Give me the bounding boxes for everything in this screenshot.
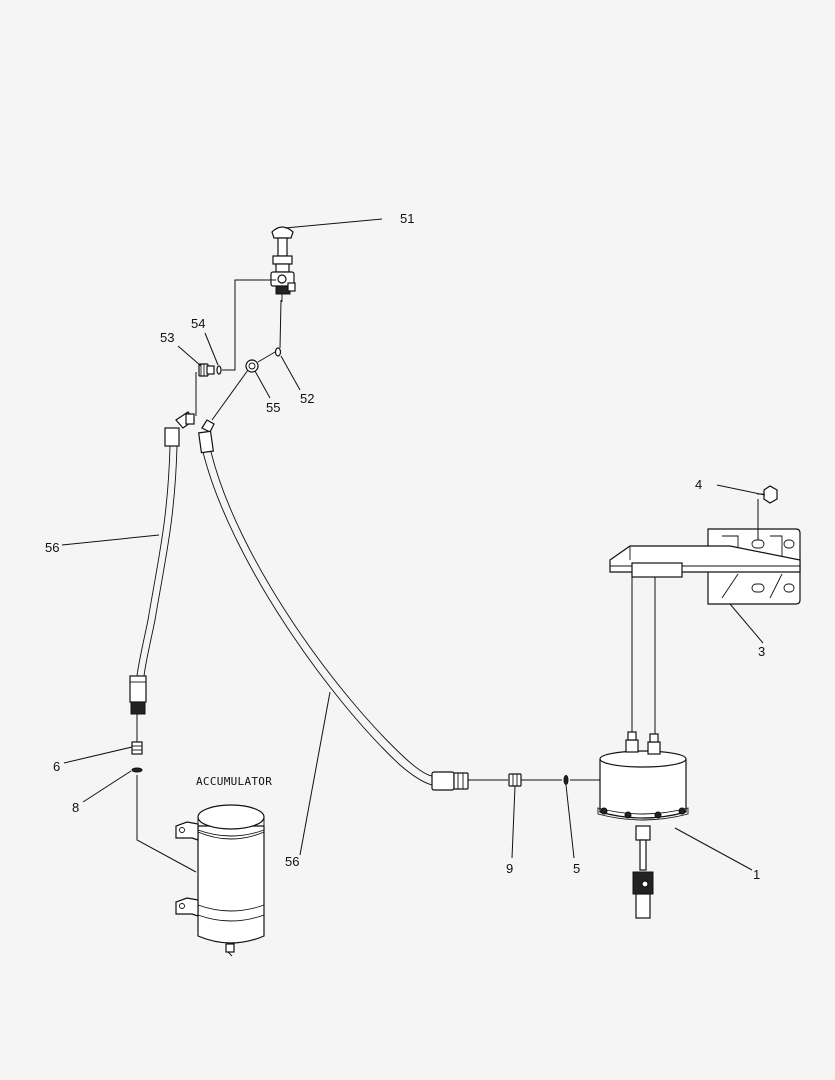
hose-56-right <box>197 419 469 791</box>
callout-55: 55 <box>266 400 280 415</box>
callout-3: 3 <box>758 644 765 659</box>
callout-54: 54 <box>191 316 205 331</box>
valve-51 <box>270 226 296 302</box>
fitting-6 <box>131 741 143 755</box>
callout-5: 5 <box>573 861 580 876</box>
callout-1: 1 <box>753 867 760 882</box>
mounting-bracket-3 <box>609 528 801 605</box>
fitting-9 <box>508 773 522 787</box>
callout-9: 9 <box>506 861 513 876</box>
washer-5 <box>563 775 569 785</box>
callout-51: 51 <box>400 211 414 226</box>
callout-53: 53 <box>160 330 174 345</box>
brake-chamber-1 <box>597 731 689 919</box>
callout-52: 52 <box>300 391 314 406</box>
hose-56-left <box>129 411 195 715</box>
accumulator <box>175 804 265 957</box>
callout-8: 8 <box>72 800 79 815</box>
accumulator-caption: ACCUMULATOR <box>196 775 272 788</box>
washer-8 <box>131 767 143 773</box>
callout-56-right: 56 <box>285 854 299 869</box>
washer-54 <box>216 365 222 375</box>
fitting-53 <box>198 363 215 377</box>
callout-6: 6 <box>53 759 60 774</box>
callout-56-left: 56 <box>45 540 59 555</box>
washer-52 <box>274 347 282 357</box>
fitting-55 <box>245 351 276 373</box>
bolt-4 <box>757 485 778 504</box>
callout-4: 4 <box>695 477 702 492</box>
